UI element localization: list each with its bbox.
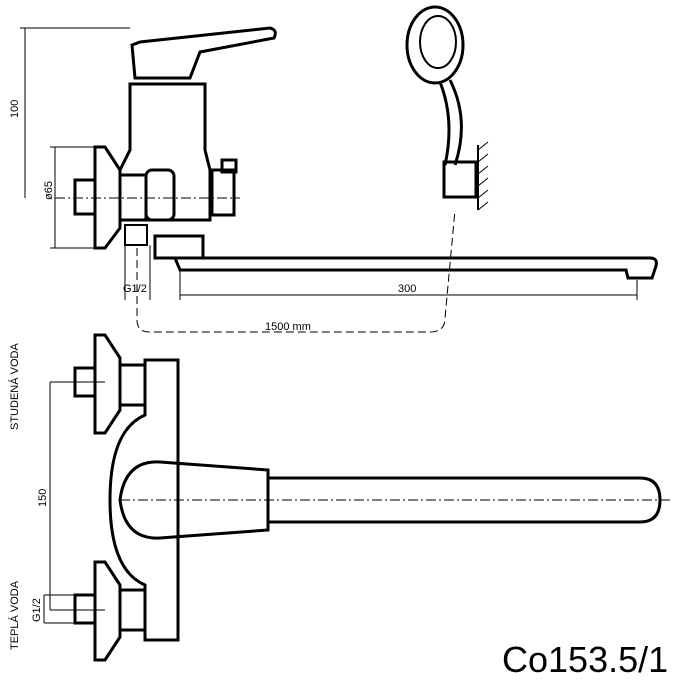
mixer-body (118, 82, 212, 222)
shower-holder (442, 160, 478, 199)
side-elevation (20, 5, 658, 333)
model-code: Co153.5/1 (502, 639, 668, 680)
dim-thread-top: G1/2 (123, 283, 147, 295)
dim-height-100: 100 (9, 100, 21, 118)
label-hot-water: TEPLÁ VODA (8, 580, 21, 650)
dim-hose-1500: 1500 mm (265, 321, 311, 333)
shower-head (405, 5, 465, 85)
plan-view (43, 333, 670, 662)
dim-diameter-65: ø65 (43, 181, 55, 200)
dim-thread-bottom: G1/2 (31, 598, 43, 622)
dim-spacing-150: 150 (37, 489, 49, 507)
lever-handle (130, 26, 277, 80)
plan-body (108, 358, 180, 642)
dim-spout-300: 300 (398, 283, 416, 295)
spout (172, 256, 658, 280)
label-cold-water: STUDENÁ VODA (8, 343, 21, 430)
